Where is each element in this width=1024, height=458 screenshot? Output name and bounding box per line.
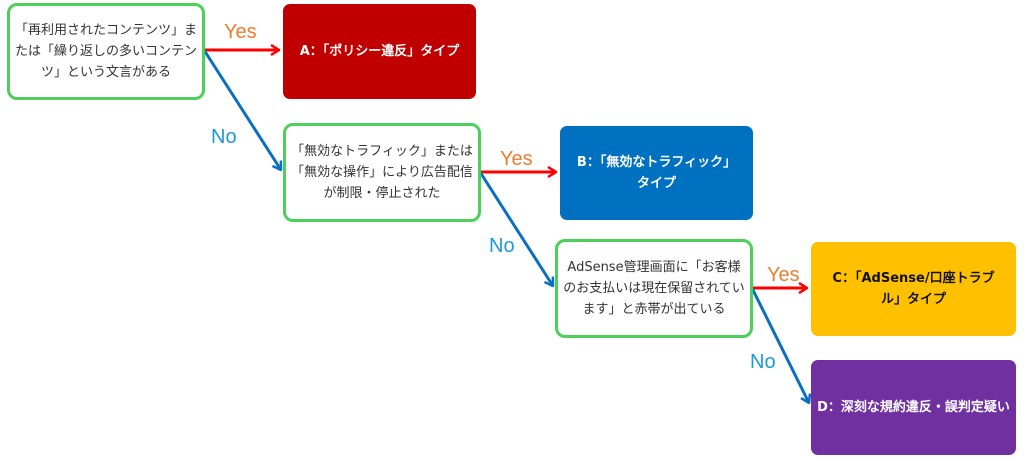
no-label-1: No <box>211 126 237 148</box>
question-2-text: 「無効なトラフィック」または「無効な操作」により広告配信が制限・停止された <box>291 144 473 201</box>
result-c-text: C：「AdSense/口座トラブル」タイプ <box>832 271 995 307</box>
yes-label-1: Yes <box>224 21 257 43</box>
result-b-box: B：「無効なトラフィック」タイプ <box>560 126 753 220</box>
no-arrow-2 <box>478 171 553 286</box>
no-label-3: No <box>750 351 776 373</box>
question-1-box: 「再利用されたコンテンツ」または「繰り返しの多いコンテンツ」という文言がある <box>7 3 205 100</box>
result-c-box: C：「AdSense/口座トラブル」タイプ <box>811 242 1016 336</box>
result-a-text: A：「ポリシー違反」タイプ <box>299 44 460 59</box>
result-d-box: D：深刻な規約違反・誤判定疑い <box>811 360 1016 455</box>
no-arrow-3 <box>750 287 809 403</box>
result-a-box: A：「ポリシー違反」タイプ <box>283 4 476 99</box>
no-arrow-1 <box>202 49 281 170</box>
question-3-box: AdSense管理画面に「お客様のお支払いは現在保留されています」と赤帯が出てい… <box>555 239 753 338</box>
question-3-text: AdSense管理画面に「お客様のお支払いは現在保留されています」と赤帯が出てい… <box>563 260 745 317</box>
question-2-box: 「無効なトラフィック」または「無効な操作」により広告配信が制限・停止された <box>283 123 481 222</box>
yes-label-3: Yes <box>767 264 800 286</box>
no-label-2: No <box>489 235 515 257</box>
result-b-text: B：「無効なトラフィック」タイプ <box>576 155 737 191</box>
yes-label-2: Yes <box>500 148 533 170</box>
result-d-text: D：深刻な規約違反・誤判定疑い <box>817 400 1010 415</box>
question-1-text: 「再利用されたコンテンツ」または「繰り返しの多いコンテンツ」という文言がある <box>14 23 197 80</box>
